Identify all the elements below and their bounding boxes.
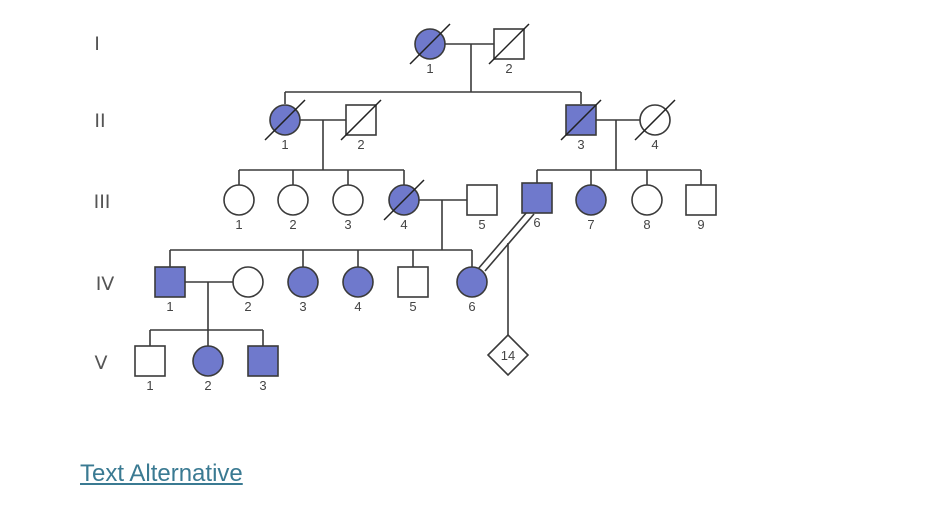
male-symbol [685, 184, 717, 216]
individual-iv-2: 2 [232, 266, 264, 314]
generation-label-V: V [95, 352, 108, 374]
individual-number-label: 4 [400, 217, 407, 232]
pedigree-individuals: 1 2 1 2 3 4 1 2 3 4 5 6 7 8 9 1 2 3 4 5 6 1 2 3 14 [134, 23, 717, 393]
individual-iv-3: 3 [287, 266, 319, 314]
female-symbol [332, 184, 364, 216]
deceased-slash [340, 99, 382, 141]
individual-iii-6: 6 [521, 182, 553, 230]
individual-number-label: 1 [235, 217, 242, 232]
individual-iii-5: 5 [466, 184, 498, 232]
female-symbol [277, 184, 309, 216]
individual-v-offspring: 14 [486, 333, 530, 377]
individual-number-label: 2 [244, 299, 251, 314]
deceased-slash [488, 23, 530, 65]
female-symbol [232, 266, 264, 298]
individual-iii-3: 3 [332, 184, 364, 232]
male-symbol [466, 184, 498, 216]
individual-iv-4: 4 [342, 266, 374, 314]
individual-number-label: 7 [587, 217, 594, 232]
male-symbol [521, 182, 553, 214]
female-symbol [631, 184, 663, 216]
individual-i-1: 1 [409, 23, 451, 76]
male-symbol [397, 266, 429, 298]
individual-v-2: 2 [192, 345, 224, 393]
deceased-slash [383, 179, 425, 221]
individual-iii-2: 2 [277, 184, 309, 232]
individual-ii-1: 1 [264, 99, 306, 152]
female-symbol [223, 184, 255, 216]
individual-number-label: 3 [259, 378, 266, 393]
individual-number-label: 14 [501, 348, 515, 363]
individual-ii-4: 4 [634, 99, 676, 152]
individual-number-label: 1 [281, 137, 288, 152]
individual-number-label: 4 [354, 299, 361, 314]
individual-number-label: 6 [468, 299, 475, 314]
individual-number-label: 4 [651, 137, 658, 152]
individual-number-label: 5 [478, 217, 485, 232]
individual-number-label: 2 [505, 61, 512, 76]
diamond-symbol [486, 333, 530, 377]
pedigree-chart: I II III IV V [94, 23, 717, 393]
individual-number-label: 5 [409, 299, 416, 314]
male-symbol [247, 345, 279, 377]
individual-number-label: 2 [289, 217, 296, 232]
individual-ii-3: 3 [560, 99, 602, 152]
individual-iii-9: 9 [685, 184, 717, 232]
individual-iv-5: 5 [397, 266, 429, 314]
female-symbol [456, 266, 488, 298]
individual-number-label: 1 [426, 61, 433, 76]
text-alternative-link[interactable]: Text Alternative [80, 460, 243, 487]
generation-label-IV: IV [96, 273, 115, 295]
individual-iii-7: 7 [575, 184, 607, 232]
individual-iii-1: 1 [223, 184, 255, 232]
individual-number-label: 6 [533, 215, 540, 230]
individual-i-2: 2 [488, 23, 530, 76]
individual-iv-1: 1 [154, 266, 186, 314]
individual-number-label: 3 [344, 217, 351, 232]
individual-iv-6: 6 [456, 266, 488, 314]
female-symbol [192, 345, 224, 377]
individual-number-label: 3 [577, 137, 584, 152]
individual-iii-8: 8 [631, 184, 663, 232]
individual-number-label: 8 [643, 217, 650, 232]
deceased-slash [560, 99, 602, 141]
female-symbol [287, 266, 319, 298]
individual-number-label: 3 [299, 299, 306, 314]
female-symbol [575, 184, 607, 216]
individual-ii-2: 2 [340, 99, 382, 152]
individual-iii-4: 4 [383, 179, 425, 232]
individual-number-label: 1 [146, 378, 153, 393]
individual-number-label: 2 [204, 378, 211, 393]
generation-label-III: III [94, 191, 111, 213]
generation-label-II: II [94, 110, 105, 132]
individual-number-label: 1 [166, 299, 173, 314]
female-symbol [342, 266, 374, 298]
generation-label-I: I [94, 33, 100, 55]
male-symbol [154, 266, 186, 298]
individual-v-3: 3 [247, 345, 279, 393]
individual-number-label: 9 [697, 217, 704, 232]
pedigree-lines [149, 43, 702, 346]
individual-number-label: 2 [357, 137, 364, 152]
male-symbol [134, 345, 166, 377]
deceased-slash [264, 99, 306, 141]
deceased-slash [409, 23, 451, 65]
individual-v-1: 1 [134, 345, 166, 393]
deceased-slash [634, 99, 676, 141]
